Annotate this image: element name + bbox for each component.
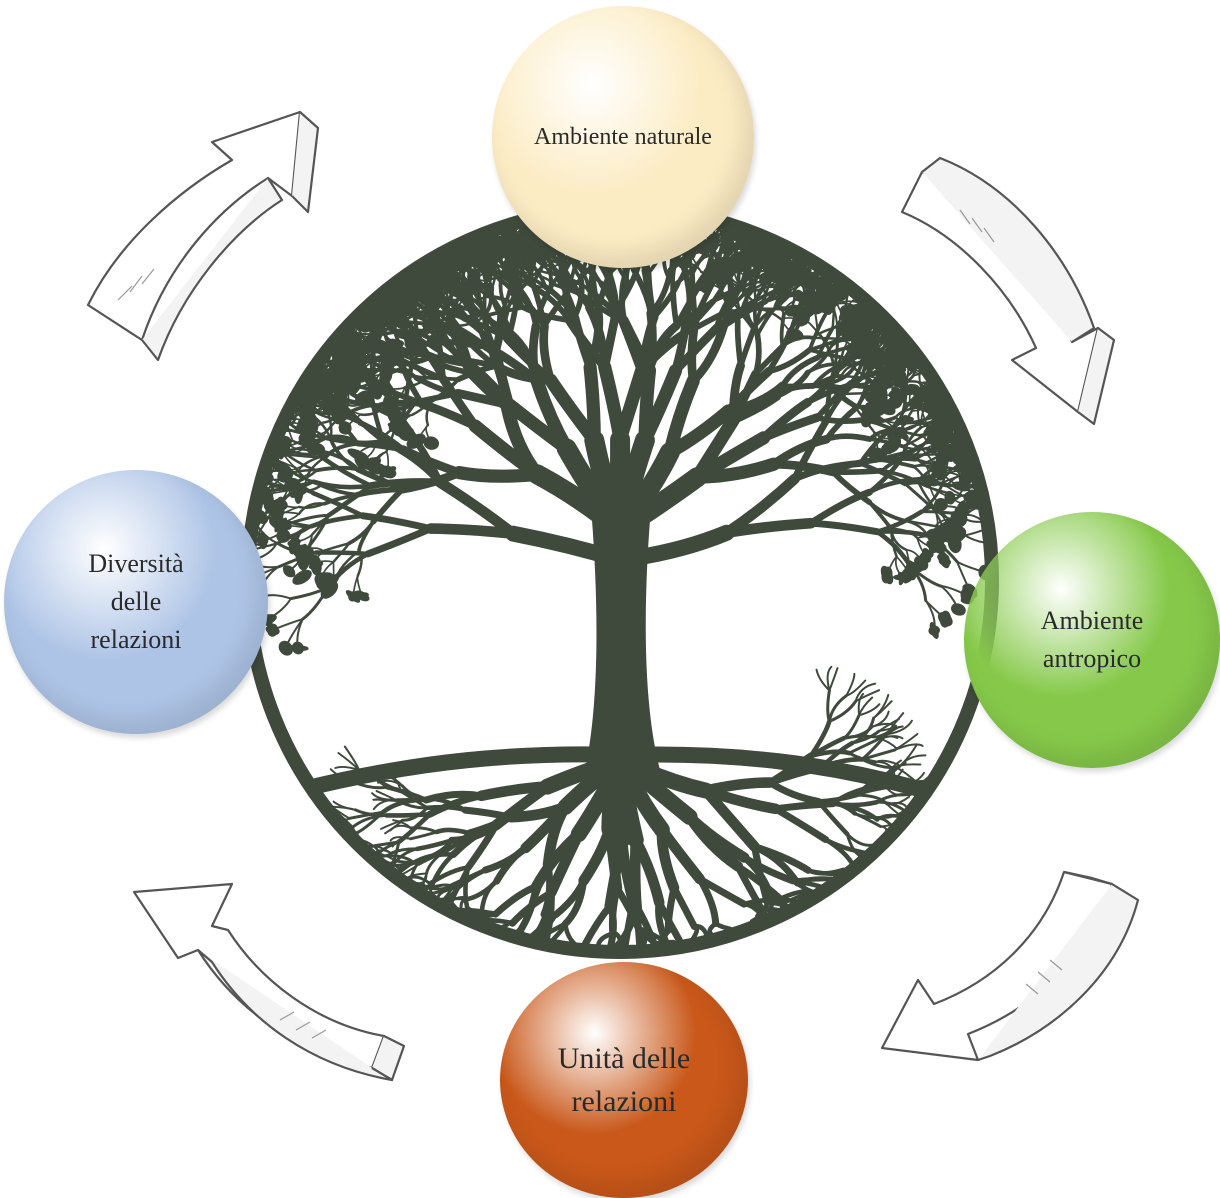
arrow-top-right	[900, 156, 1116, 426]
node-right-line-1: Ambiente	[1040, 606, 1144, 636]
arrow-bottom-right	[880, 870, 1140, 1062]
node-left-line-3: relazioni	[90, 624, 182, 654]
node-ambiente-antropico: Ambiente antropico	[964, 512, 1220, 768]
node-ambiente-naturale-label: Ambiente naturale	[534, 123, 712, 150]
arrow-bottom-left	[132, 882, 406, 1082]
node-bottom-line-2: relazioni	[571, 1085, 677, 1118]
node-unita-delle-relazioni: Unità delle relazioni	[500, 962, 748, 1198]
node-right-line-2: antropico	[1042, 644, 1142, 673]
node-diversita-delle-relazioni: Diversità delle relazioni	[4, 470, 268, 734]
arrow-top-left	[86, 110, 320, 362]
node-left-line-1: Diversità	[88, 549, 184, 579]
node-left-line-2: delle	[110, 587, 162, 617]
node-ambiente-naturale: Ambiente naturale	[492, 6, 754, 268]
node-bottom-line-1: Unità delle	[557, 1041, 691, 1075]
